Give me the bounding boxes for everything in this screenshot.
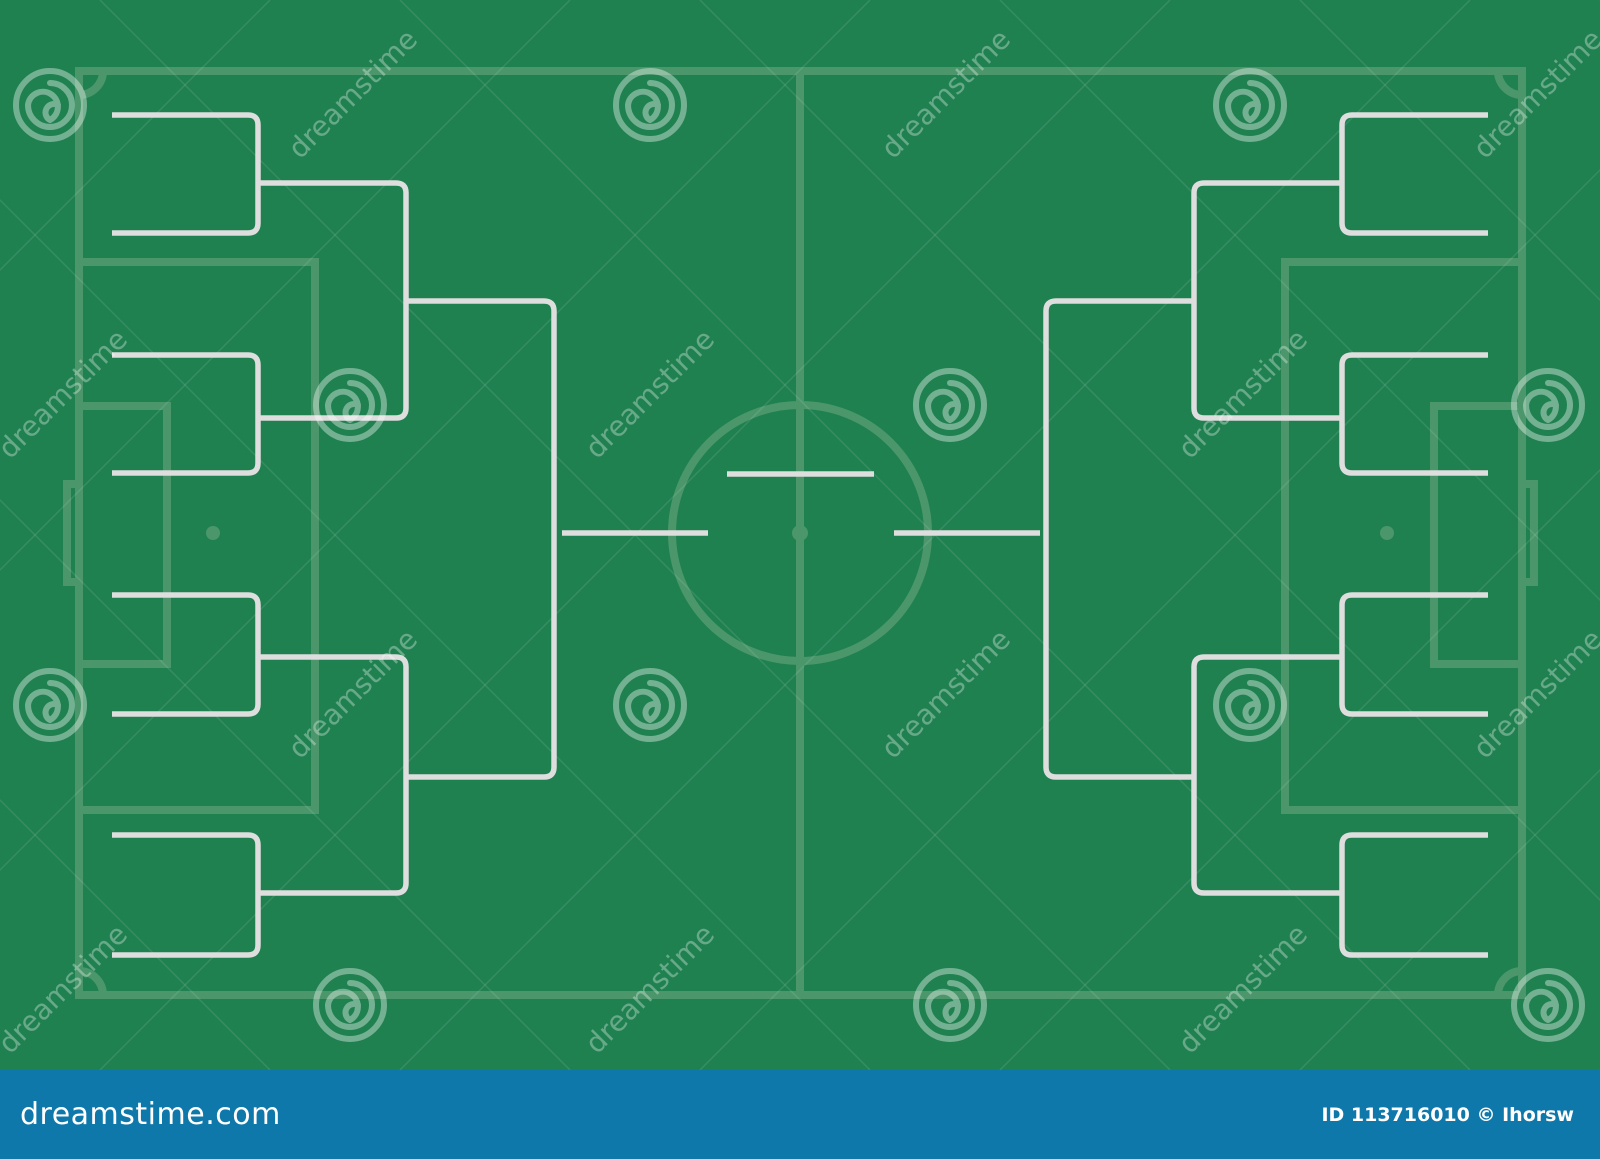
spiral-logo-icon — [13, 668, 87, 742]
left-goal — [63, 480, 83, 586]
left-penalty-spot — [206, 526, 220, 540]
bracket — [112, 112, 1488, 958]
watermark-diagonal-line — [999, 468, 1600, 1070]
spiral-logo-icon — [313, 368, 387, 442]
watermark-diagonal-line — [0, 198, 871, 1070]
footer-bar: dreamstime.com ID 113716010 © Ihorsw — [0, 1070, 1600, 1159]
watermark-diagonal-line — [699, 0, 1600, 902]
watermark-diagonal-line — [1299, 768, 1600, 1070]
left-round1-match-1 — [112, 112, 261, 236]
right-round1-match-2 — [1339, 352, 1488, 476]
footer-stock-id: ID 113716010 © Ihorsw — [1321, 1103, 1574, 1126]
watermark-diagonal-line — [0, 0, 271, 272]
spiral-logo-icon — [1213, 668, 1287, 742]
corner-arc-top-right — [1494, 70, 1523, 99]
watermark-diagonal-line — [1299, 0, 1600, 302]
spiral-logo-icon — [13, 68, 87, 142]
watermark-diagonal-line — [699, 168, 1600, 1070]
spiral-logo-icon — [913, 368, 987, 442]
right-goal — [1518, 480, 1538, 586]
right-penalty-spot — [1380, 526, 1394, 540]
watermark-diagonal-line — [0, 798, 271, 1070]
spiral-logo-icon — [1213, 68, 1287, 142]
left-round3-match — [406, 298, 557, 780]
watermark-diagonal-line — [0, 0, 871, 872]
watermark-diagonal-line — [0, 0, 571, 572]
corner-arc-top-left — [78, 70, 107, 99]
left-round1-match-2 — [112, 352, 261, 476]
right-round3-match — [1043, 298, 1194, 780]
spiral-logo-icon — [313, 968, 387, 1042]
center-spot — [792, 525, 808, 541]
corner-arc-bottom-right — [1494, 967, 1523, 996]
spiral-logo-icon — [613, 68, 687, 142]
footer-brand[interactable]: dreamstime.com — [20, 1097, 281, 1132]
watermark-diagonal-line — [999, 0, 1600, 602]
spiral-logo-icon — [1511, 968, 1585, 1042]
spiral-logo-icon — [913, 968, 987, 1042]
corner-arc-bottom-left — [78, 967, 107, 996]
spiral-logo-icon — [1511, 368, 1585, 442]
right-round1-match-1 — [1339, 112, 1488, 236]
spiral-logo-icon — [613, 668, 687, 742]
